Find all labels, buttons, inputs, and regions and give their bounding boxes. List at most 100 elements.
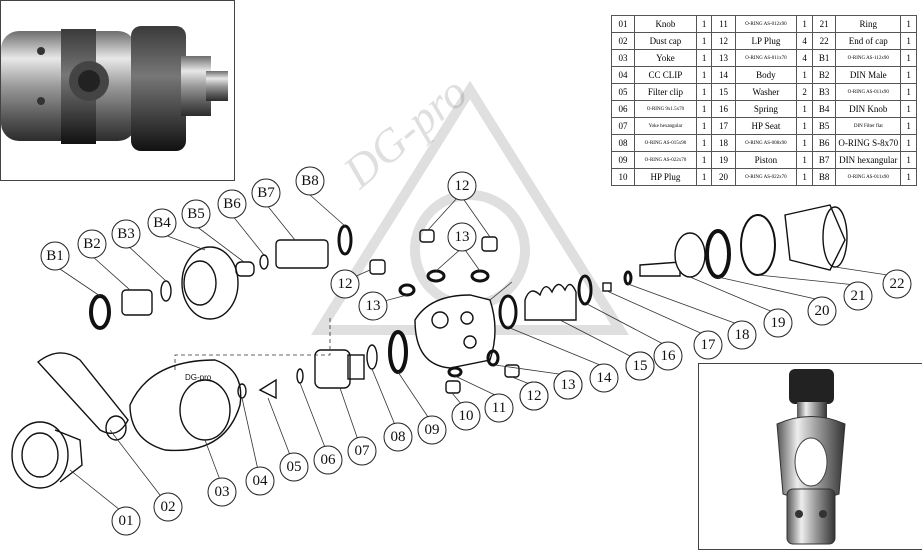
lp-plug-part	[481, 236, 498, 252]
callout-label: 19	[771, 315, 786, 331]
callout-label: B5	[187, 206, 205, 222]
callout-B2: B2	[77, 229, 107, 259]
oring-b1-part	[89, 294, 111, 330]
callout-circle	[147, 208, 177, 238]
callout-06: 06	[313, 445, 343, 475]
body-part	[414, 294, 496, 369]
callout-label: B7	[257, 185, 275, 201]
callout-circle	[807, 296, 837, 326]
callout-label: 02	[161, 499, 176, 515]
callout-circle	[40, 241, 70, 271]
hp-seat-part	[602, 282, 612, 292]
callout-15: 15	[625, 351, 655, 381]
callout-08: 08	[383, 422, 413, 452]
callout-label: 03	[215, 484, 230, 500]
knob-part	[11, 421, 83, 489]
yoke-hexangular-part	[314, 349, 365, 389]
callout-label: 18	[735, 327, 750, 343]
washer-2-part	[577, 274, 593, 306]
callout-label: 12	[455, 178, 470, 194]
callout-04: 04	[245, 466, 275, 496]
callout-circle	[77, 229, 107, 259]
dust-cap-part	[36, 352, 129, 441]
callout-label: 17	[701, 337, 717, 353]
callout-11: 11	[484, 393, 514, 423]
callout-circle	[330, 269, 360, 299]
callout-label: 12	[338, 276, 353, 292]
callout-17: 17	[693, 330, 723, 360]
oring-13-part	[426, 269, 446, 283]
photo-yoke-first-stage	[698, 363, 922, 550]
callout-B3: B3	[111, 219, 141, 249]
callout-label: 12	[527, 388, 542, 404]
callout-13: 13	[447, 222, 477, 252]
leader-lines	[56, 194, 895, 511]
lp-plug-part	[369, 259, 386, 275]
parts-table-cell-qty: 1	[900, 168, 917, 186]
callout-circle	[763, 308, 793, 338]
callout-14: 14	[589, 363, 619, 393]
callout-21: 21	[843, 281, 873, 311]
callout-label: 08	[391, 429, 406, 445]
callout-label: 15	[633, 358, 648, 374]
callout-circle	[553, 370, 583, 400]
hp-plug-part	[445, 380, 461, 394]
callout-09: 09	[417, 415, 447, 445]
callout-19: 19	[763, 308, 793, 338]
callout-B5: B5	[181, 199, 211, 229]
callout-label: 05	[287, 459, 302, 475]
assembly-dashed-line	[174, 318, 331, 370]
oring-13-part	[470, 269, 490, 283]
callout-B4: B4	[147, 208, 177, 238]
callout-20: 20	[807, 296, 837, 326]
filter-part	[258, 378, 277, 400]
callout-label: B8	[301, 173, 319, 189]
callout-circle	[111, 219, 141, 249]
washer-part	[498, 294, 518, 330]
callout-label: 10	[459, 408, 474, 424]
callout-05: 05	[279, 452, 309, 482]
callout-circle	[153, 492, 183, 522]
callout-circle	[295, 166, 325, 196]
din-knob-part	[181, 246, 239, 320]
callout-label: B3	[117, 226, 135, 242]
callout-22: 22	[882, 269, 912, 299]
oring-13-part	[398, 283, 416, 297]
callout-circle	[383, 422, 413, 452]
parts-table-cell-no: 07	[610, 117, 636, 135]
parts-table-cell-no: 10	[610, 168, 636, 186]
callout-circle	[653, 341, 683, 371]
parts-table-cell-name: O-RING AS-011x90	[835, 83, 902, 101]
parts-table-cell-name: O-RING AS-011x90	[835, 168, 902, 186]
callout-circle	[358, 291, 388, 321]
parts-table-cell-no: B5	[811, 117, 837, 135]
oring-13-part	[486, 349, 500, 367]
callout-label: 21	[851, 288, 866, 304]
callout-18: 18	[727, 320, 757, 350]
din-male-part	[121, 289, 153, 316]
spring-part	[524, 283, 577, 321]
photo-din-first-stage	[0, 0, 235, 181]
callout-circle	[111, 506, 141, 536]
oring-18-part	[623, 270, 633, 286]
oring-09-part	[388, 330, 408, 374]
oring-11-part	[447, 366, 463, 378]
callout-label: 06	[321, 452, 337, 468]
callout-label: 01	[119, 513, 134, 529]
din-first-stage-picture	[1, 26, 228, 151]
callout-label: B2	[83, 236, 101, 252]
oring-06-part	[296, 368, 304, 384]
callout-label: 16	[661, 348, 677, 364]
callout-label: 13	[561, 377, 576, 393]
callout-circle	[727, 320, 757, 350]
callout-label: 09	[425, 422, 440, 438]
yoke-part: DG-pro	[129, 359, 242, 452]
callout-12: 12	[447, 171, 477, 201]
